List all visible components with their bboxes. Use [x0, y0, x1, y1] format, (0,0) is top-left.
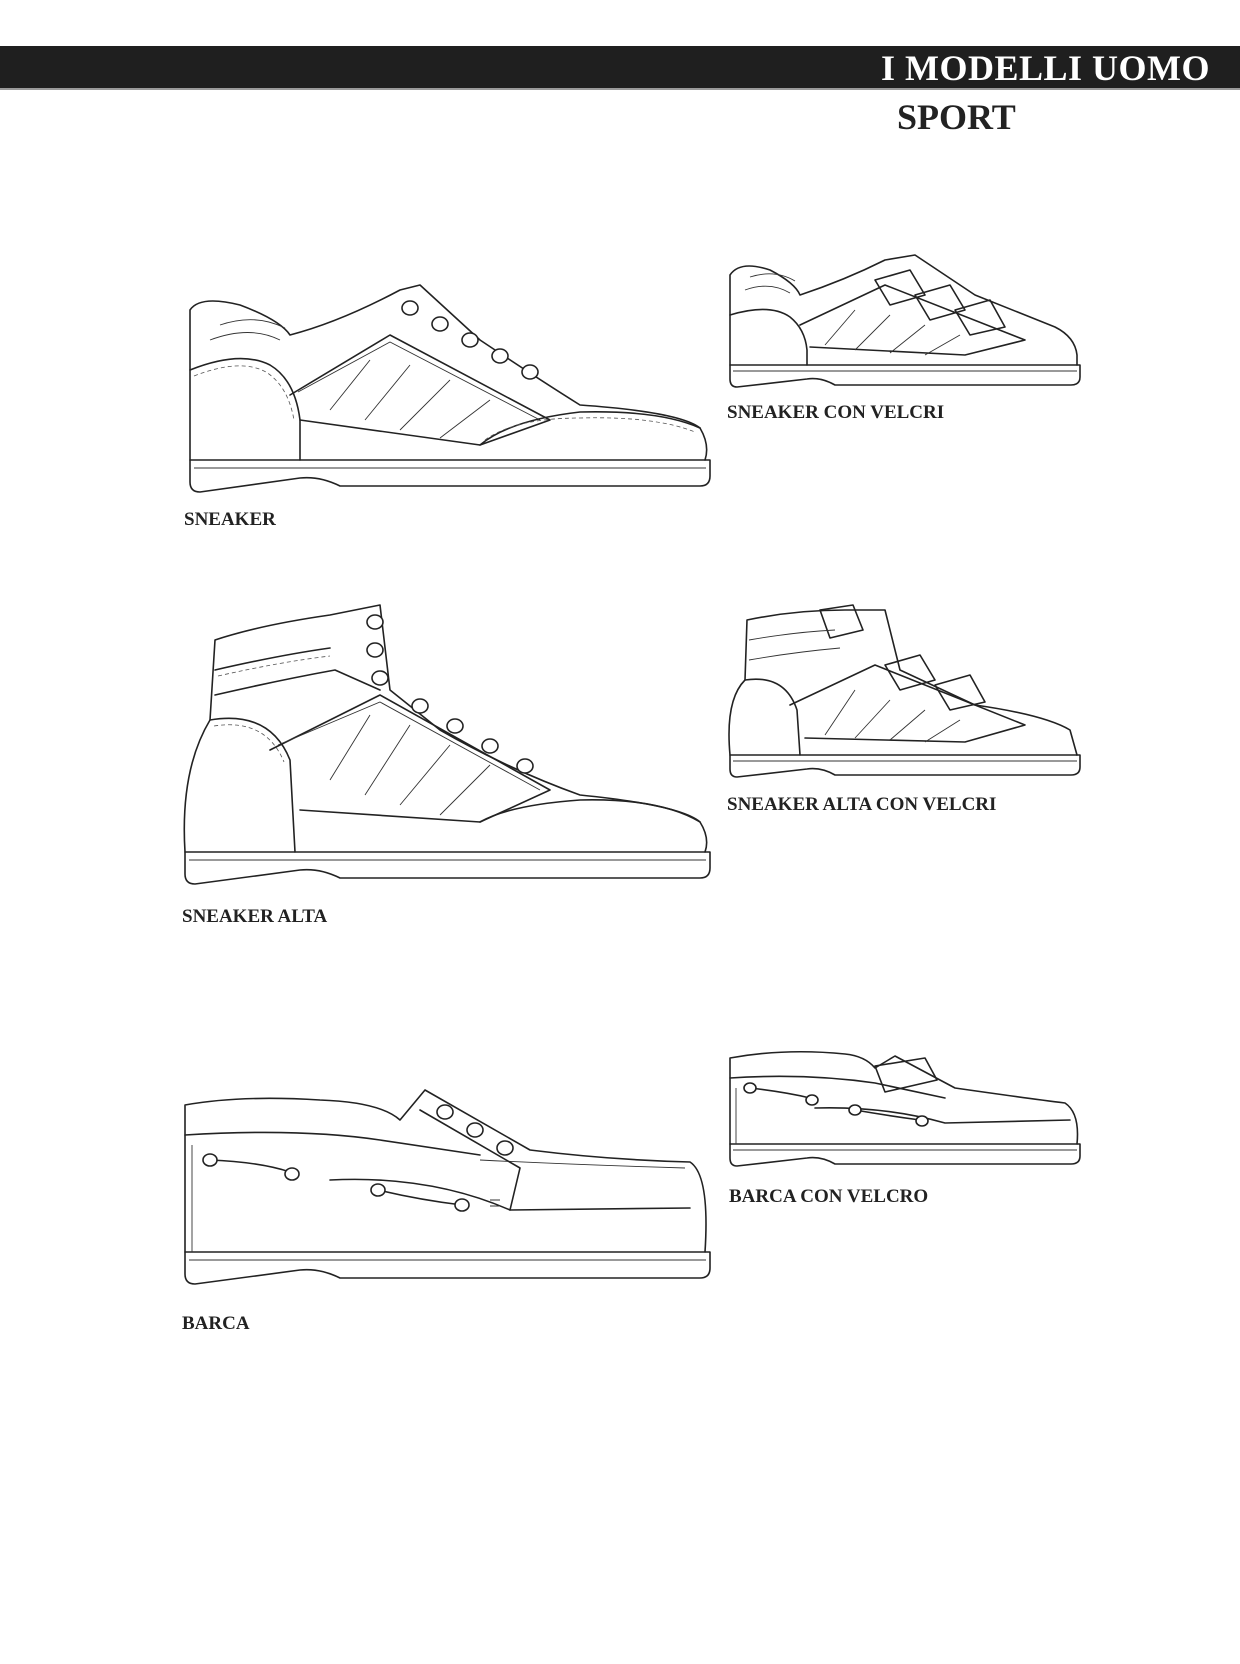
- boat-shoe-icon: [180, 1089, 730, 1320]
- model-caption: SNEAKER CON VELCRI: [727, 402, 945, 423]
- model-caption: BARCA: [182, 1313, 250, 1334]
- section-title: SPORT: [897, 97, 1016, 137]
- model-caption: BARCA CON VELCRO: [729, 1186, 929, 1207]
- model-caption: SNEAKER ALTA: [182, 906, 328, 927]
- velcro-sneaker-icon: [725, 254, 1085, 395]
- page-title: I MODELLI UOMO: [880, 48, 1210, 88]
- header-divider: [0, 88, 1240, 90]
- high-top-sneaker-icon: [180, 600, 730, 900]
- sneaker-icon: [180, 280, 730, 500]
- high-top-velcro-sneaker-icon: [725, 604, 1085, 785]
- model-caption: SNEAKER ALTA CON VELCRI: [727, 794, 997, 815]
- velcro-boat-shoe-icon: [725, 1048, 1085, 1178]
- header-bar: [0, 46, 1240, 88]
- model-caption: SNEAKER: [184, 509, 276, 530]
